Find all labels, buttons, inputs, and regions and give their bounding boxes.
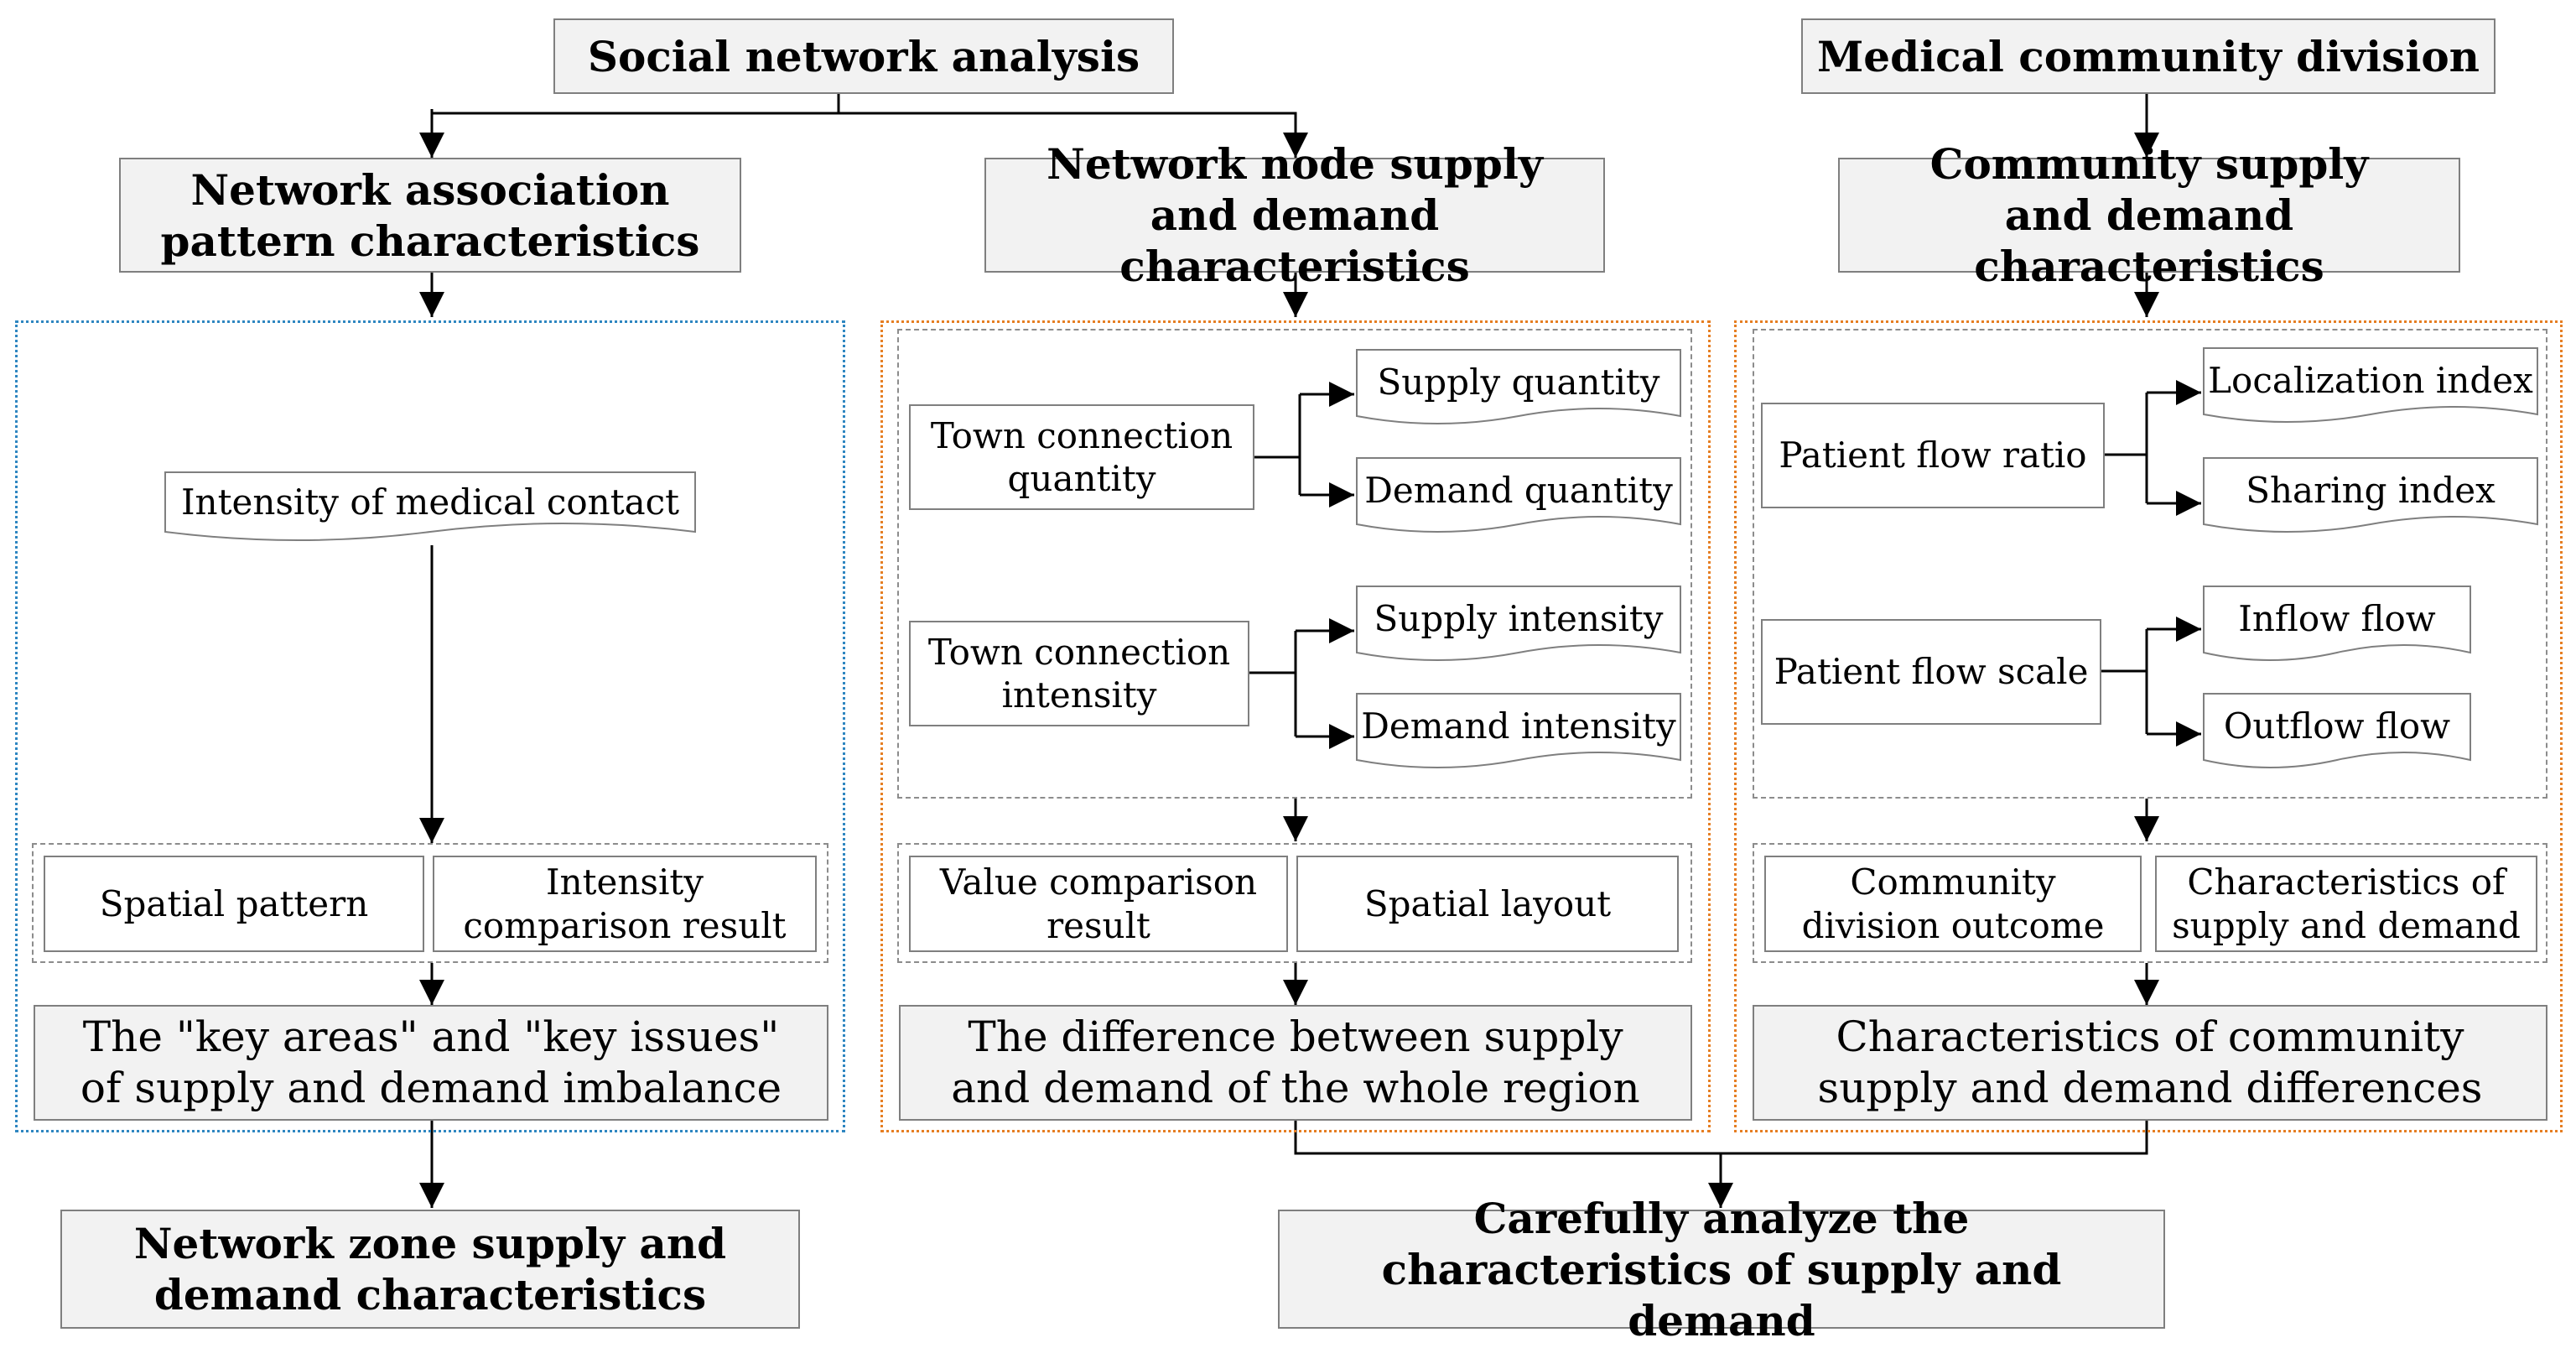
document-shape-icon xyxy=(1356,457,1681,533)
middle-result-group xyxy=(897,843,1692,963)
carefully-analyze-box: Carefully analyze the characteristics of… xyxy=(1278,1194,2165,1345)
patient-flow-scale-label: Patient flow scale xyxy=(1774,651,2089,693)
document-shape-icon xyxy=(2203,693,2471,768)
characteristics-supply-demand-box: Characteristics of supply and demand xyxy=(2155,856,2537,952)
medical-community-division-label: Medical community division xyxy=(1816,31,2480,81)
demand-quantity-label: Demand quantity xyxy=(1364,469,1673,511)
patient-flow-scale-box: Patient flow scale xyxy=(1761,619,2101,725)
town-connection-quantity-label: Town connection quantity xyxy=(930,414,1233,499)
difference-whole-region-label: The difference between supply and demand… xyxy=(951,1012,1640,1112)
connector-pfs xyxy=(2101,629,2148,734)
left-result-group xyxy=(32,843,828,963)
network-zone-box: Network zone supply and demand character… xyxy=(60,1210,800,1329)
network-node-box: Network node supply and demand character… xyxy=(984,139,1605,291)
connector-tcq xyxy=(1254,394,1301,495)
document-shape-icon xyxy=(164,471,696,541)
inflow-flow-label: Inflow flow xyxy=(2238,597,2436,639)
intensity-medical-contact-node: Intensity of medical contact xyxy=(164,471,696,547)
outflow-flow-label: Outflow flow xyxy=(2223,705,2451,747)
social-network-analysis-box: Social network analysis xyxy=(553,18,1174,94)
supply-intensity-node: Supply intensity xyxy=(1356,586,1681,666)
sharing-index-label: Sharing index xyxy=(2246,469,2496,511)
right-result-group xyxy=(1753,843,2547,963)
document-shape-icon xyxy=(1356,693,1681,768)
network-zone-label: Network zone supply and demand character… xyxy=(133,1219,727,1319)
value-comparison-label: Value comparison result xyxy=(939,861,1258,946)
difference-whole-region-box: The difference between supply and demand… xyxy=(899,1005,1692,1121)
supply-intensity-label: Supply intensity xyxy=(1374,597,1664,639)
supply-quantity-node: Supply quantity xyxy=(1356,349,1681,429)
inflow-flow-node: Inflow flow xyxy=(2203,586,2471,666)
left-panel-frame xyxy=(15,320,845,1132)
town-connection-quantity-box: Town connection quantity xyxy=(909,404,1254,510)
network-association-label: Network association pattern characterist… xyxy=(160,164,700,266)
medical-community-division-box: Medical community division xyxy=(1801,18,2496,94)
connector-social-split xyxy=(430,94,840,115)
middle-panel-frame xyxy=(880,320,1711,1132)
network-node-label: Network node supply and demand character… xyxy=(1046,139,1543,291)
supply-quantity-label: Supply quantity xyxy=(1377,361,1660,403)
outflow-flow-node: Outflow flow xyxy=(2203,693,2471,773)
intensity-comparison-label: Intensity comparison result xyxy=(463,861,787,946)
demand-quantity-node: Demand quantity xyxy=(1356,457,1681,538)
spatial-pattern-box: Spatial pattern xyxy=(44,856,424,952)
characteristics-supply-demand-label: Characteristics of supply and demand xyxy=(2172,861,2521,946)
localization-index-node: Localization index xyxy=(2203,347,2538,428)
town-connection-intensity-box: Town connection intensity xyxy=(909,621,1249,726)
community-supply-demand-box: Community supply and demand characterist… xyxy=(1838,139,2460,291)
social-network-analysis-label: Social network analysis xyxy=(587,31,1140,81)
document-shape-icon xyxy=(1356,586,1681,661)
intensity-medical-contact-label: Intensity of medical contact xyxy=(180,481,680,523)
right-indicator-group xyxy=(1753,329,2547,799)
document-shape-icon xyxy=(2203,347,2538,423)
sharing-index-node: Sharing index xyxy=(2203,457,2538,538)
spatial-layout-label: Spatial layout xyxy=(1363,882,1612,924)
right-panel-frame xyxy=(1734,320,2563,1132)
patient-flow-ratio-label: Patient flow ratio xyxy=(1779,435,2087,476)
community-division-outcome-box: Community division outcome xyxy=(1764,856,2142,952)
key-areas-label: The "key areas" and "key issues" of supp… xyxy=(80,1012,782,1112)
key-areas-box: The "key areas" and "key issues" of supp… xyxy=(34,1005,828,1121)
community-division-outcome-label: Community division outcome xyxy=(1801,861,2105,946)
demand-intensity-label: Demand intensity xyxy=(1361,705,1676,747)
community-differences-label: Characteristics of community supply and … xyxy=(1817,1012,2483,1112)
document-shape-icon xyxy=(2203,457,2538,533)
carefully-analyze-label: Carefully analyze the characteristics of… xyxy=(1381,1193,2062,1345)
demand-intensity-node: Demand intensity xyxy=(1356,693,1681,773)
middle-indicator-group xyxy=(897,329,1692,799)
document-shape-icon xyxy=(1356,349,1681,424)
patient-flow-ratio-box: Patient flow ratio xyxy=(1761,403,2105,508)
network-association-box: Network association pattern characterist… xyxy=(119,158,741,273)
document-shape-icon xyxy=(2203,586,2471,661)
spatial-pattern-label: Spatial pattern xyxy=(99,882,369,924)
community-supply-demand-label: Community supply and demand characterist… xyxy=(1929,139,2369,291)
town-connection-intensity-label: Town connection intensity xyxy=(927,631,1231,716)
connector-tci xyxy=(1249,631,1297,736)
intensity-comparison-box: Intensity comparison result xyxy=(433,856,817,952)
arrow-to-network-node xyxy=(839,112,1308,158)
value-comparison-box: Value comparison result xyxy=(909,856,1288,952)
community-differences-box: Characteristics of community supply and … xyxy=(1753,1005,2547,1121)
spatial-layout-box: Spatial layout xyxy=(1296,856,1679,952)
localization-index-label: Localization index xyxy=(2208,359,2533,401)
connector-pfr xyxy=(2105,393,2148,503)
